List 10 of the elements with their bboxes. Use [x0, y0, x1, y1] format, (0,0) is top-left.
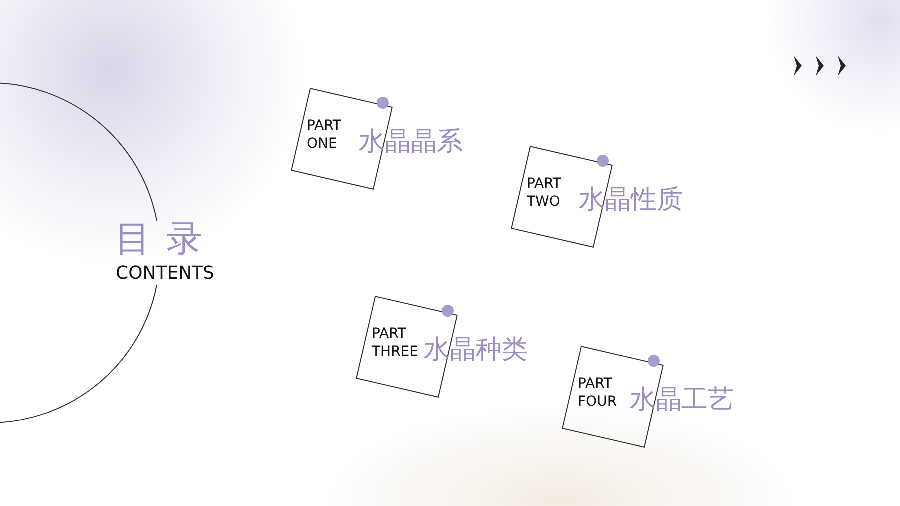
part-number: PART TWO — [527, 175, 562, 211]
section-title: 水晶晶系 — [359, 126, 463, 159]
section-title: 水晶种类 — [424, 334, 528, 367]
part-number: PART FOUR — [578, 375, 618, 411]
contents-title: 目 录 — [115, 218, 204, 262]
contents-subtitle: CONTENTS — [116, 263, 214, 284]
section-title: 水晶工艺 — [630, 384, 734, 417]
part-number: PART ONE — [307, 117, 342, 153]
section-title: 水晶性质 — [579, 184, 683, 217]
part-number: PART THREE — [372, 325, 420, 361]
